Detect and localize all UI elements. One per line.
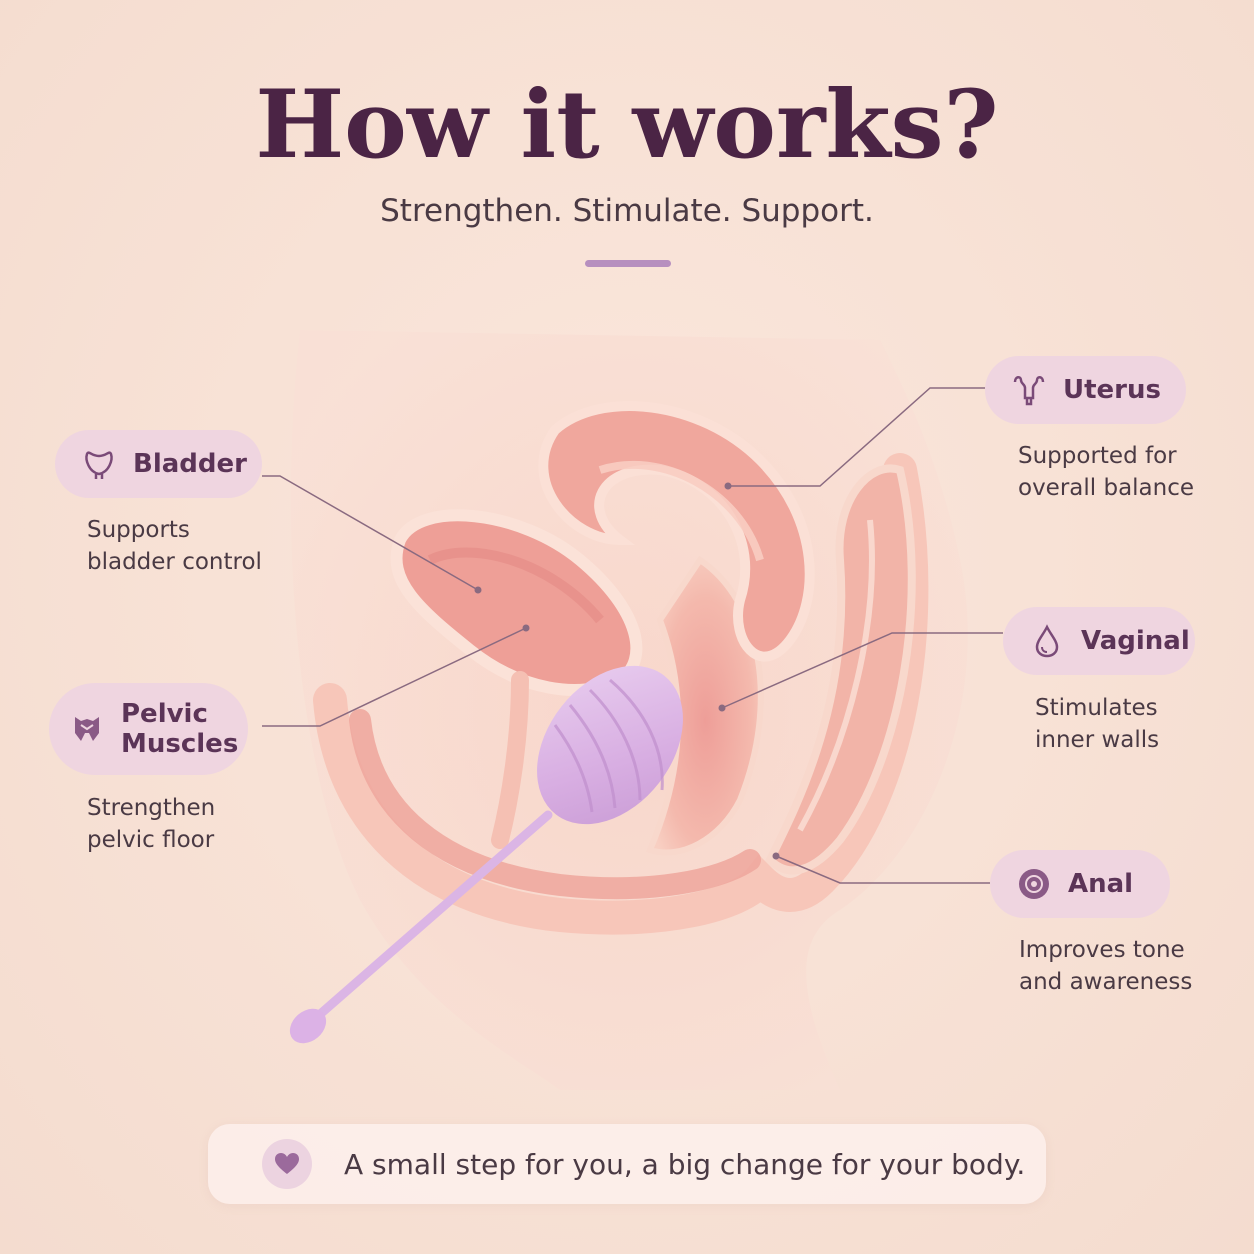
device-tail-tip	[289, 1008, 327, 1044]
footer-text: A small step for you, a big change for y…	[344, 1147, 1026, 1181]
pelvic-connector	[262, 627, 527, 727]
heart-icon	[262, 1139, 312, 1189]
page-subtitle: Strengthen. Stimulate. Support.	[380, 193, 874, 229]
vaginal-desc: Stimulates inner walls	[1035, 695, 1160, 753]
footer-banner: A small step for you, a big change for y…	[208, 1124, 1046, 1204]
uterus-desc: Supported for overall balance	[1018, 443, 1195, 501]
uterus-name: Uterus	[1063, 375, 1161, 405]
anal-connector	[775, 855, 990, 884]
vaginal-name: Vaginal	[1081, 626, 1190, 656]
device-egg	[537, 665, 683, 825]
pelvic-muscles-desc: Strengthen pelvic floor	[87, 795, 216, 853]
pelvic-muscles-label: Pelvic Muscles	[49, 683, 248, 775]
uterus-icon	[1013, 376, 1045, 406]
uterus-label: Uterus	[985, 356, 1186, 424]
title-divider	[585, 260, 671, 267]
pelvic-muscles-icon	[75, 717, 99, 741]
bladder-label: Bladder	[55, 430, 262, 498]
bladder-icon	[85, 451, 113, 479]
anal-name: Anal	[1068, 869, 1134, 899]
droplet-icon	[1035, 624, 1059, 658]
connector-lines	[262, 387, 1003, 884]
device-tail	[313, 810, 553, 1021]
page-title: How it works?	[255, 70, 999, 180]
uterus-connector	[728, 387, 985, 487]
bladder-name: Bladder	[133, 449, 247, 479]
bladder-desc: Supports bladder control	[87, 517, 262, 575]
rectum-shape	[765, 464, 916, 875]
vaginal-label: Vaginal	[1003, 607, 1195, 675]
bladder-connector	[262, 475, 479, 591]
kegel-device	[289, 665, 683, 1044]
anal-label: Anal	[990, 850, 1170, 918]
anal-icon	[1019, 869, 1049, 899]
anal-desc: Improves tone and awareness	[1019, 937, 1193, 995]
vaginal-connector	[721, 632, 1003, 709]
pelvic-muscles-name: Pelvic Muscles	[121, 699, 239, 759]
connector-dots	[474, 482, 780, 860]
